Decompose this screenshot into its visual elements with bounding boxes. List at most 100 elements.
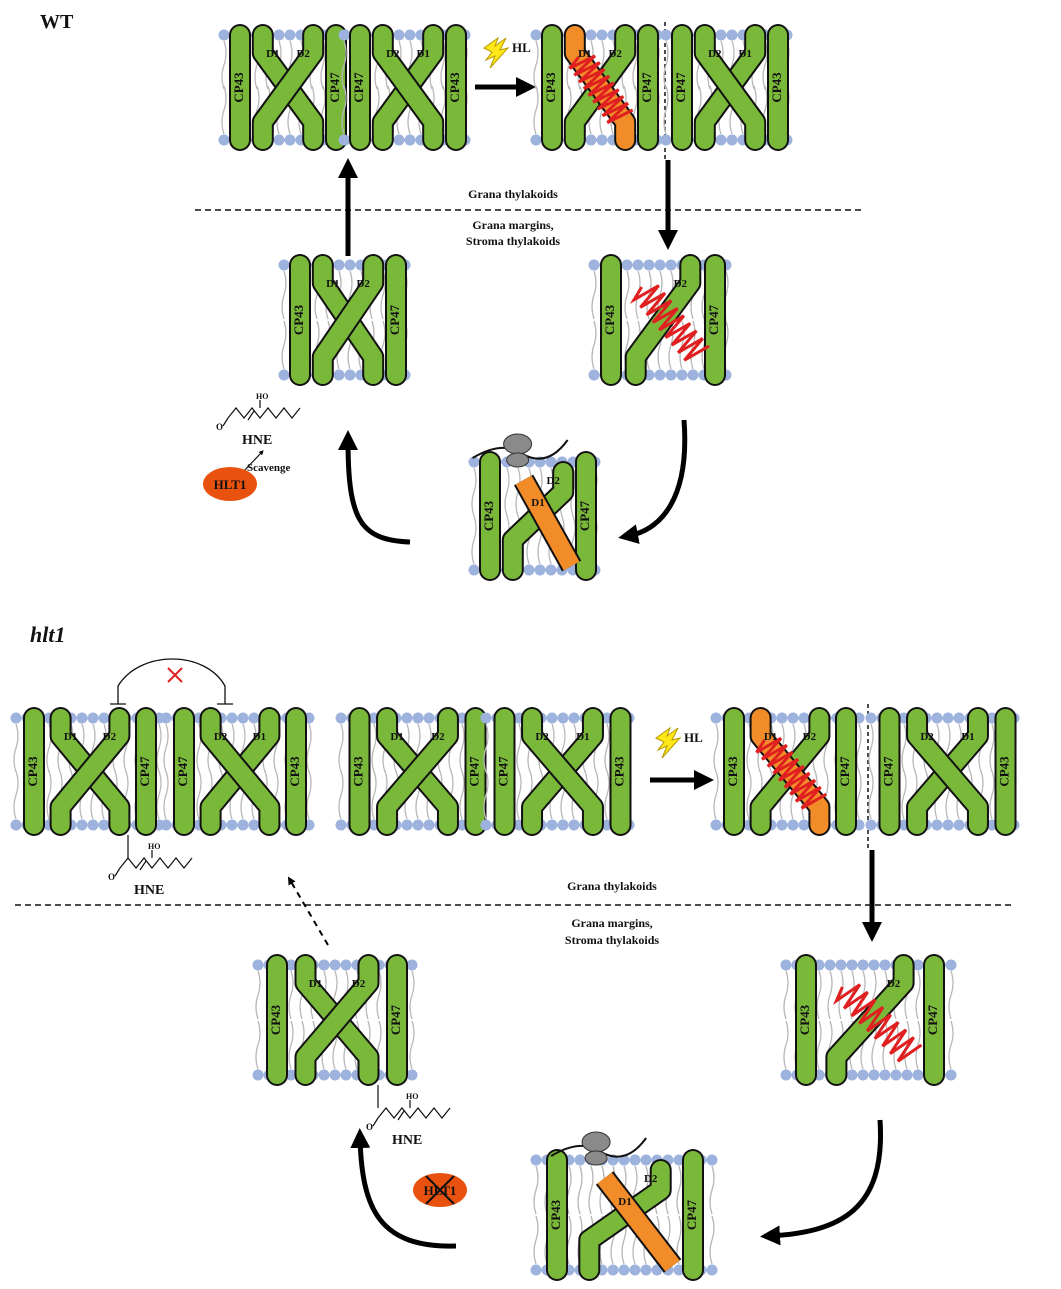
lipid-head (87, 819, 99, 831)
lipid-head (98, 712, 110, 724)
process-arrow (618, 419, 688, 544)
lipid-head (780, 959, 792, 971)
lipid-head (673, 1264, 685, 1276)
lipid-tail (516, 723, 522, 820)
d2-subunit (253, 26, 323, 149)
hlt1-absent: HLT1 (413, 1173, 467, 1207)
lipid-tail (989, 723, 995, 820)
lipid-tail (371, 723, 377, 820)
lipid-head (912, 1069, 924, 1081)
lipid-tail (341, 40, 347, 135)
d2-subunit (908, 709, 987, 834)
d2-label: D2 (920, 731, 934, 743)
hydroxyl-label: HO (148, 842, 160, 851)
lipid-head (423, 819, 435, 831)
panel-title-wt: WT (40, 11, 74, 33)
lipid-tail (713, 723, 719, 820)
cp43-label: CP43 (543, 72, 558, 103)
lipid-head (530, 29, 542, 41)
cp43-label: CP43 (769, 72, 784, 103)
lipid-head (412, 712, 424, 724)
lipid-tail (338, 723, 344, 820)
cp43-label: CP43 (611, 756, 626, 787)
inhibition-x-icon (167, 667, 183, 683)
lipid-head (868, 959, 880, 971)
lipid-tail (783, 970, 789, 1070)
lipid-head (879, 1069, 891, 1081)
lipid-head (857, 959, 869, 971)
lipid-head (333, 369, 345, 381)
lipid-head (632, 259, 644, 271)
lipid-head (284, 29, 296, 41)
lipid-head (335, 819, 347, 831)
lipid-head (87, 712, 99, 724)
lipid-head (629, 1264, 641, 1276)
lipid-head (865, 819, 877, 831)
lipid-head (273, 134, 285, 146)
lipid-head (329, 959, 341, 971)
grana-margins-label: Grana margins, (571, 916, 652, 930)
lipid-tail (409, 970, 415, 1070)
lipid-head (278, 369, 290, 381)
cp47-label: CP47 (880, 756, 895, 787)
grana-margins-label: Grana margins, (472, 218, 553, 232)
inhibition-arc (110, 658, 233, 705)
lipid-head (401, 819, 413, 831)
lipid-head (673, 1154, 685, 1166)
hne-skeleton (372, 1100, 451, 1127)
lipid-head (468, 564, 480, 576)
lipid-head (879, 959, 891, 971)
lipid-head (278, 259, 290, 271)
lipid-head (654, 259, 666, 271)
lipid-head (340, 1069, 352, 1081)
lipid-head (953, 712, 965, 724)
lipid-head (557, 819, 569, 831)
lipid-tail (288, 970, 294, 1070)
d1-label: D1 (618, 1196, 631, 1208)
lipid-head (798, 819, 810, 831)
cross-out-icon (425, 1175, 455, 1205)
lipid-tail (221, 40, 227, 135)
lipid-head (621, 259, 633, 271)
lipid-head (160, 819, 172, 831)
lipid-head (726, 134, 738, 146)
lipid-head (857, 1069, 869, 1081)
d1-label: D1 (309, 978, 322, 990)
lipid-tail (156, 723, 162, 820)
lipid-tail (533, 40, 539, 135)
bolt-shape (655, 726, 682, 759)
lipid-head (654, 369, 666, 381)
lipid-tail (604, 723, 610, 820)
lipid-head (798, 712, 810, 724)
lipid-head (945, 1069, 957, 1081)
oxygen-label: O (108, 872, 115, 882)
cp43-label: CP43 (797, 1004, 812, 1035)
d2-label: D2 (887, 978, 901, 990)
lipid-tail (868, 723, 874, 820)
cp47-label: CP47 (673, 72, 688, 103)
ribosome-small-subunit (584, 1150, 608, 1166)
cp47-label: CP47 (684, 1199, 699, 1230)
d2-subunit (313, 256, 383, 384)
lipid-head (226, 819, 238, 831)
photodamage-zigzag (568, 54, 634, 124)
d1-nascent (597, 1172, 680, 1272)
lipid-head (585, 29, 597, 41)
lipid-head (890, 1069, 902, 1081)
lipid-head (329, 1069, 341, 1081)
process-arrow (338, 430, 411, 545)
lipid-tail (255, 970, 261, 1070)
lipid-tail (816, 970, 822, 1070)
hlt1-protein: HLT1 (203, 467, 257, 501)
cp47-label: CP47 (837, 756, 852, 787)
cp43-label: CP43 (291, 304, 306, 335)
lipid-head (338, 29, 350, 41)
lipid-head (10, 819, 22, 831)
lipid-head (706, 1154, 718, 1166)
